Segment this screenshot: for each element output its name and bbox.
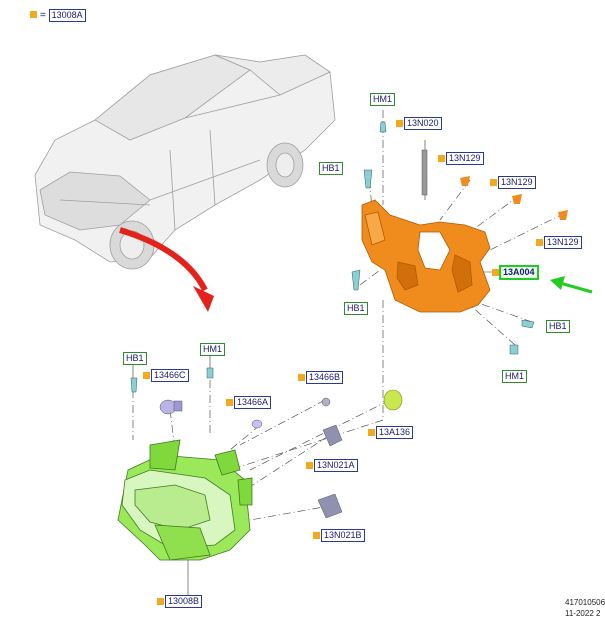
legend: = 13008A: [30, 9, 86, 22]
label-13a136[interactable]: 13A136: [376, 426, 414, 439]
label-13466c[interactable]: 13466C: [151, 369, 189, 382]
marker-13466b: [298, 374, 305, 381]
marker-13008b: [157, 598, 164, 605]
nut-hm1-right: [509, 344, 519, 355]
marker-13n021a: [306, 462, 313, 469]
label-13n129-b[interactable]: 13N129: [498, 176, 536, 189]
bulb-13466a: [251, 419, 263, 429]
marker-13n129-c: [536, 239, 543, 246]
label-13n021b[interactable]: 13N021B: [321, 529, 365, 542]
marker-13a136: [368, 429, 375, 436]
label-13n129-c[interactable]: 13N129: [544, 236, 582, 249]
bolt-hb1-left: [351, 269, 361, 291]
label-hb1-left[interactable]: HB1: [344, 302, 368, 315]
label-hb1-lamp[interactable]: HB1: [123, 352, 147, 365]
headlamp-assembly: [117, 439, 253, 561]
label-13n129-a[interactable]: 13N129: [446, 152, 484, 165]
bulb-13466b: [321, 397, 331, 407]
label-13n020[interactable]: 13N020: [404, 117, 442, 130]
stud-13n020: [421, 149, 428, 196]
legend-marker: [30, 11, 37, 18]
label-hm1-lamp[interactable]: HM1: [200, 343, 226, 356]
leader-lines: [132, 110, 566, 521]
doc-id-line2: 11-2022 2: [565, 609, 601, 618]
socket-13n021b: [317, 493, 343, 519]
legend-ref-label: 13008A: [48, 9, 86, 22]
marker-13466c: [143, 372, 150, 379]
clip-13n129-c: [558, 210, 568, 220]
doc-id-line1: 417010506: [565, 598, 605, 607]
marker-13n129-b: [490, 179, 497, 186]
headlamp-bracket: [361, 199, 491, 313]
red-arrow: [119, 227, 214, 312]
clip-13n129-b: [512, 194, 522, 204]
truck-illustration: [34, 54, 336, 270]
socket-13n021a: [322, 424, 343, 447]
marker-13a004: [492, 269, 499, 276]
clip-13n129-a: [460, 176, 470, 186]
bolt-hb1-right: [521, 319, 535, 329]
bulb-13466c: [159, 399, 183, 415]
legend-eq: =: [40, 10, 46, 21]
label-hm1-top[interactable]: HM1: [370, 93, 396, 106]
label-13n021a[interactable]: 13N021A: [314, 459, 358, 472]
green-arrow: [550, 276, 593, 294]
marker-13n129-a: [438, 155, 445, 162]
marker-13n021b: [313, 532, 320, 539]
label-13008b[interactable]: 13008B: [165, 595, 203, 608]
bolt-hb1-top: [363, 169, 373, 189]
lamp-components: [130, 367, 403, 519]
marker-13466a: [226, 399, 233, 406]
marker-13n020: [396, 120, 403, 127]
nut-hm1-top: [379, 121, 387, 133]
cap-13a136: [383, 389, 403, 411]
label-hb1-top[interactable]: HB1: [319, 162, 343, 175]
upper-fasteners: [351, 121, 568, 355]
label-13466b[interactable]: 13466B: [306, 371, 344, 384]
label-hm1-right[interactable]: HM1: [502, 370, 528, 383]
label-13466a[interactable]: 13466A: [234, 396, 272, 409]
label-hb1-right[interactable]: HB1: [546, 320, 570, 333]
label-13a004[interactable]: 13A004: [499, 265, 539, 280]
nut-hm1-lamp: [206, 367, 214, 379]
bolt-hb1-lamp: [130, 377, 138, 393]
